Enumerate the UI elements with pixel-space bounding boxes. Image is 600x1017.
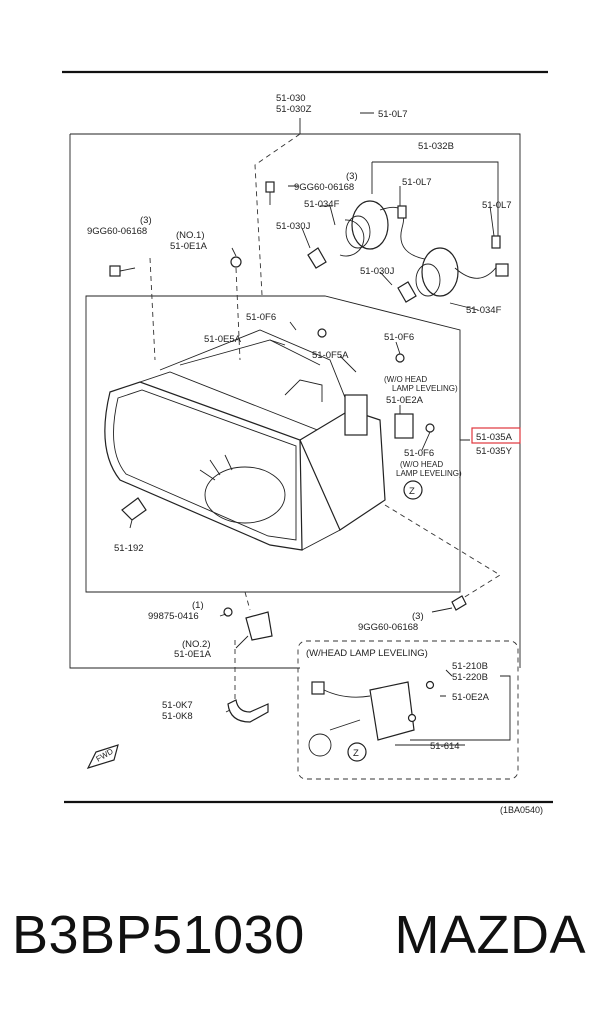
leveling-box [297,640,519,780]
diagram-ref-code: (1BA0540) [500,805,543,815]
label-adjuster-top: 51-0F6 [246,312,276,323]
label-bracket-no1-qty: (NO.1) [176,230,205,241]
label-lower-f6: 51-0F6 [404,448,434,459]
headlamp-exploded-diagram: FWD Z Z 51-030 51-030Z 51-0L7 51-032B (3… [62,70,553,815]
label-screw-bottom: 9GG60-06168 [358,622,418,633]
caption-bar: B3BP51030 MAZDA [0,895,600,975]
screws [109,181,467,617]
label-e2a-upper: 51-0E2A [386,395,424,406]
label-wo-head-1: (W/O HEAD [400,460,443,469]
label-hose-1: 51-0K7 [162,700,193,711]
leader-left-screw [149,257,156,361]
headlamp-body [104,329,414,551]
label-main-assy-2: 51-030Z [276,104,312,115]
label-socket-l: 51-0L7 [402,177,432,188]
label-main-assy-1: 51-030 [276,93,306,104]
label-cover-bottom: 51-034F [466,305,502,316]
label-screw-right: 9GG60-06168 [294,182,354,193]
fwd-arrow-icon: FWD [86,744,119,769]
label-wo-leveling-1: (W/O HEAD [384,375,427,384]
brand-name: MAZDA [394,905,586,965]
label-wo-leveling-2: LAMP LEVELING) [392,384,458,393]
label-lev-614: 51-614 [430,741,460,752]
label-bolt: 99875-0416 [148,611,199,622]
label-lev-2: 51-220B [452,672,488,683]
leader-e1a [235,267,241,361]
leader-bracket2 [244,591,251,611]
label-bracket-no2-qty: (NO.2) [182,639,211,650]
label-bulb-socket-top: 51-0L7 [378,109,408,120]
bulb-socket-group [307,161,509,303]
leveling-motor [308,680,435,757]
label-screw-left: 9GG60-06168 [87,226,147,237]
label-screw-qty-bottom: (3) [412,611,424,622]
label-wo-head-2: LAMP LEVELING) [396,469,462,478]
label-screw-qty-left: (3) [140,215,152,226]
label-cover-top: 51-034F [304,199,340,210]
label-bulb-right: 51-030J [360,266,395,277]
circle-marker-leveling: Z [347,742,367,762]
label-bracket-no2: 51-0E1A [174,649,212,660]
assembly-frame [69,118,521,669]
label-hose-2: 51-0K8 [162,711,193,722]
label-clip: 51-192 [114,543,144,554]
label-adjuster-right: 51-0F6 [384,332,414,343]
label-bulb-left: 51-030J [276,221,311,232]
label-bulb-group: 51-032B [418,141,454,152]
label-screw-qty-right: (3) [346,171,358,182]
svg-text:Z: Z [353,748,359,759]
leader-lines [129,112,511,746]
hose-part [227,699,269,723]
label-bracket-no1: 51-0E1A [170,241,208,252]
lamp-unit-frame [85,295,461,593]
leader-bulb-group [254,133,301,296]
label-unit-highlight: 51-035A [476,432,513,443]
label-lev-1: 51-210B [452,661,488,672]
clip-part [121,497,147,521]
label-adjuster-e5a: 51-0E5A [204,334,242,345]
label-socket-r: 51-0L7 [482,200,512,211]
svg-text:Z: Z [409,486,415,497]
label-leveling-header: (W/HEAD LAMP LEVELING) [306,648,428,659]
label-unit-alt: 51-035Y [476,446,513,457]
circle-marker-main: Z [403,480,423,500]
label-lev-e2a: 51-0E2A [452,692,490,703]
part-number: B3BP51030 [12,905,305,965]
label-bolt-qty: (1) [192,600,204,611]
label-adjuster-f5a: 51-0F5A [312,350,349,361]
leader-bottom [384,504,501,601]
highlight-box [471,427,521,444]
bracket-no2-part [245,611,273,641]
